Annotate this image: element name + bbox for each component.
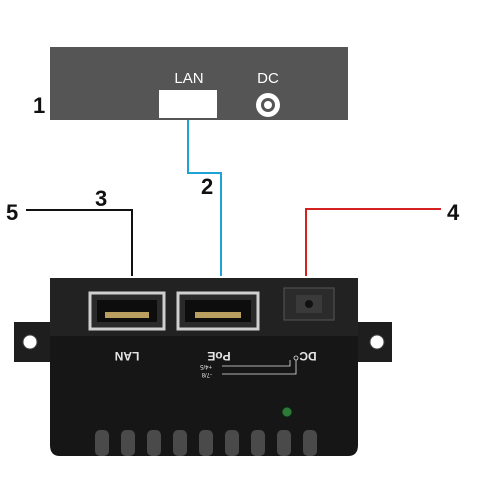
pin-label-group: +4/5 -7/8: [199, 363, 212, 377]
lan-port-contacts: [105, 312, 149, 318]
device-dc-jack-pin: [264, 101, 272, 109]
callout-3: 3: [95, 186, 107, 211]
injector-lan-label-group: LAN: [115, 349, 140, 363]
callout-5: 5: [6, 200, 18, 225]
pin-marker: [293, 355, 299, 361]
pin-line-2: [222, 360, 297, 375]
device-lan-label: LAN: [174, 70, 203, 87]
callout-2: 2: [201, 174, 213, 199]
pin-line: [222, 360, 291, 367]
pin-label-top: +4/5: [199, 363, 212, 369]
callout-1: 1: [33, 93, 45, 118]
lan-port-inner: [97, 300, 157, 322]
injector-dc-label: DC: [299, 349, 317, 363]
pin-label-bottom: -7/8: [201, 371, 212, 377]
poe-port-inner: [185, 300, 251, 322]
status-led: [281, 406, 293, 418]
dc-cable: [305, 208, 441, 276]
device-lan-port: [159, 90, 217, 118]
vent-slots: [95, 430, 317, 456]
injector-poe-label: PoE: [207, 349, 230, 363]
mount-hole-left: [22, 334, 38, 350]
poe-port-contacts: [195, 312, 241, 318]
injector-lan-label: LAN: [115, 349, 140, 363]
injector-dc-label-group: DC: [299, 349, 317, 363]
injector-dc-jack-pin: [305, 300, 313, 308]
device-dc-label: DC: [257, 70, 279, 87]
black-cable: [26, 209, 133, 276]
injector-poe-label-group: PoE: [207, 349, 230, 363]
lan-cable: [187, 120, 222, 276]
callout-4: 4: [447, 200, 460, 225]
mount-hole-right: [369, 334, 385, 350]
